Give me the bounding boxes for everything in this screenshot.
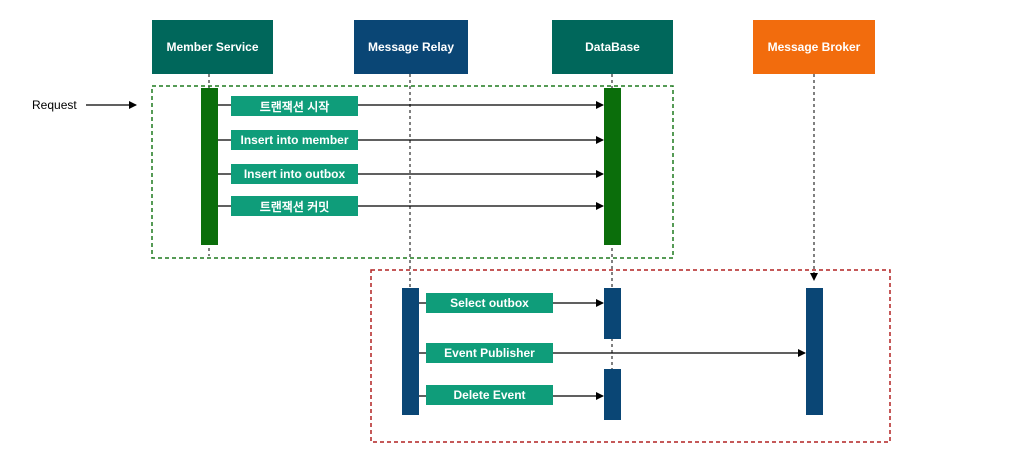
database-header: DataBase xyxy=(552,20,673,74)
message-broker-header: Message Broker xyxy=(753,20,875,74)
transaction-group-box xyxy=(151,85,674,259)
insert-outbox-label: Insert into outbox xyxy=(231,164,358,184)
transaction-commit-label: 트랜잭션 커밋 xyxy=(231,196,358,216)
request-label: Request xyxy=(32,98,77,112)
message-broker-label: Message Broker xyxy=(767,40,861,54)
database-activation-delete xyxy=(604,369,621,420)
message-relay-label: Message Relay xyxy=(367,40,455,54)
insert-member-label: Insert into member xyxy=(231,130,358,150)
database-activation-transaction xyxy=(604,88,621,245)
event-publisher-label: Event Publisher xyxy=(426,343,553,363)
transaction-start-label: 트랜잭션 시작 xyxy=(231,96,358,116)
member-service-label: Member Service xyxy=(166,40,259,54)
database-activation-select xyxy=(604,288,621,339)
member-service-activation xyxy=(201,88,218,245)
select-outbox-label: Select outbox xyxy=(426,293,553,313)
message-relay-header: Message Relay xyxy=(354,20,468,74)
message-relay-activation xyxy=(402,288,419,415)
delete-event-label: Delete Event xyxy=(426,385,553,405)
relay-group-box xyxy=(370,269,891,443)
database-label: DataBase xyxy=(585,40,640,54)
message-broker-activation xyxy=(806,288,823,415)
member-service-header: Member Service xyxy=(152,20,273,74)
